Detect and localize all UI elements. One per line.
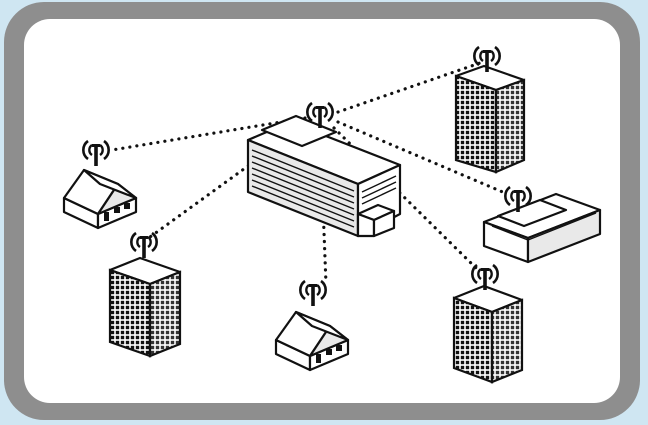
tower-bottom-left [108, 231, 182, 358]
house-left-antenna-icon [82, 139, 110, 168]
tower-top-right [454, 45, 526, 174]
house-bottom [274, 279, 350, 372]
tower-bottom-left-antenna-icon [130, 231, 158, 260]
hq-office-building [246, 101, 402, 238]
link-hq-flat-building [336, 120, 507, 195]
link-hq-house-left [110, 116, 307, 152]
flat-building-right [482, 185, 602, 264]
house-bottom-antenna-icon [299, 279, 327, 308]
tower-bottom-right [452, 263, 524, 384]
hq-window-bands [251, 149, 397, 228]
house-left [62, 139, 138, 230]
